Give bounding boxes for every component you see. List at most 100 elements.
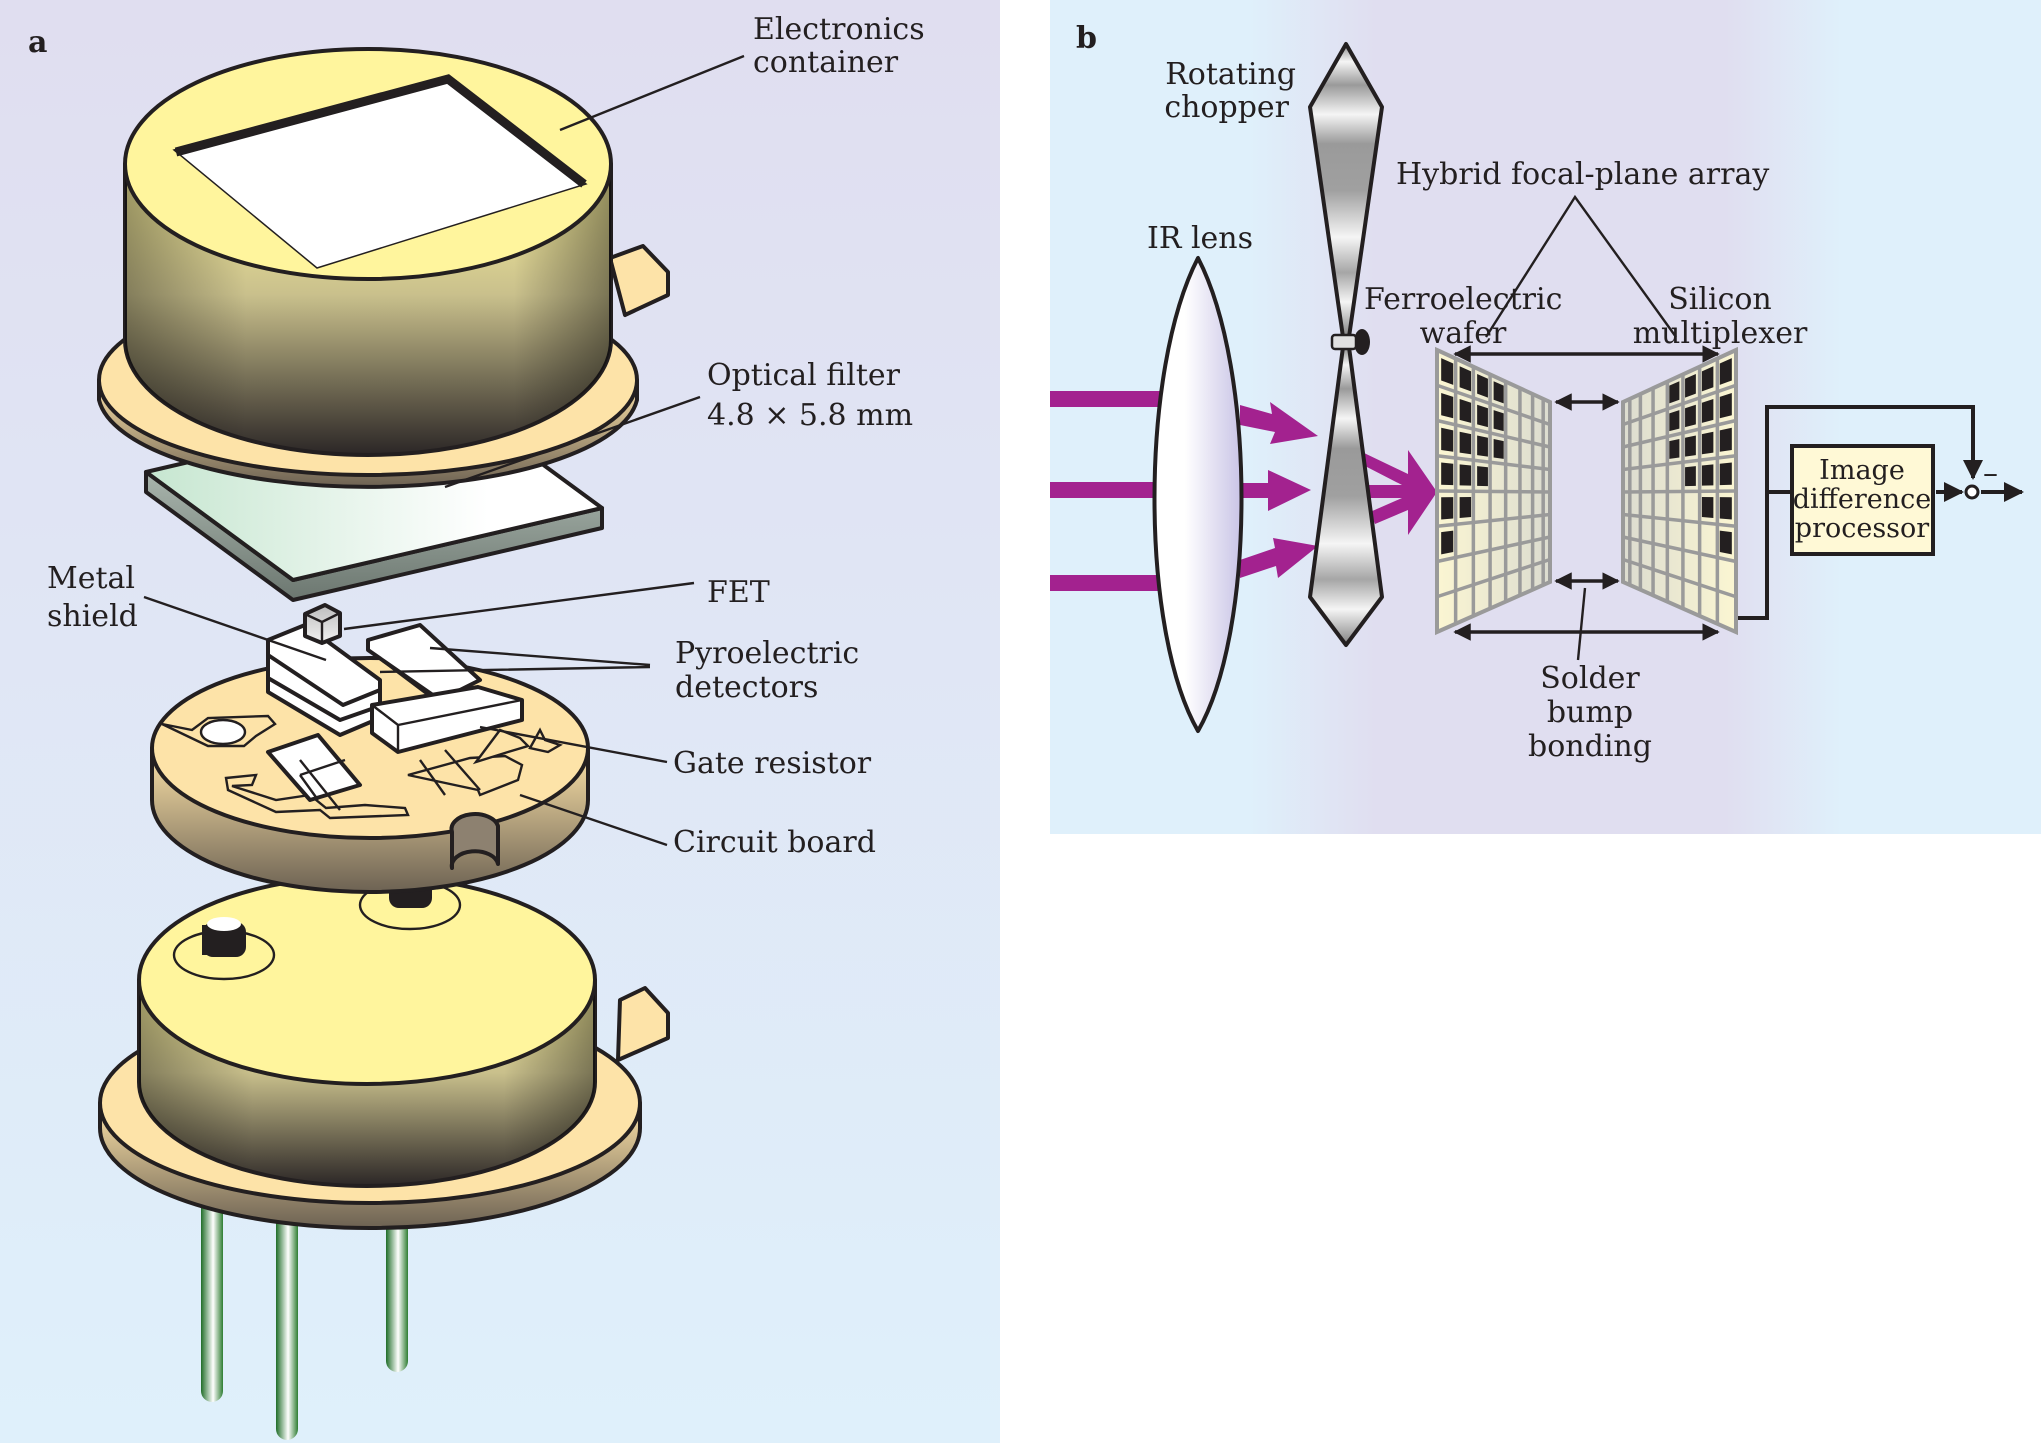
detector-element [1685,404,1696,428]
detector-element [1701,366,1714,392]
detector-element [1701,496,1714,519]
detector-element [1441,530,1454,555]
label-optical-filter-2: 4.8 × 5.8 mm [707,398,913,433]
processor-label-1: Image [1819,455,1905,486]
panel-b-background [1050,0,2041,834]
detector-element [1493,381,1504,404]
ir-lens [1152,256,1244,733]
array-grid-line [1436,383,1551,427]
label-circuit-board: Circuit board [673,825,876,860]
panel-a-leaders [143,54,745,847]
detector-element [1493,438,1504,459]
array-grid-line [1622,557,1737,599]
processor-label-2: difference [1793,484,1931,515]
detector-element [1719,358,1732,385]
detector-element [1669,410,1680,432]
chopper-hub-back [1354,329,1370,355]
array-grid-line [1436,557,1551,599]
panel-b-labels: Rotating chopper IR lens Hybrid focal-pl… [1147,57,1808,764]
array-plate [1435,346,1552,636]
ir-beams [1050,391,1437,591]
detector-element [1459,398,1472,423]
label-silicon-1: Silicon [1668,282,1772,317]
label-solder-2: bump [1547,695,1633,730]
label-ferroelectric-2: wafer [1420,316,1507,351]
array-grid-line [1622,418,1737,449]
label-fet: FET [707,575,770,610]
chopper-blade-upper [1308,42,1384,339]
detector-element [1493,410,1504,432]
label-optical-filter-1: Optical filter [707,358,901,393]
label-pyroelectric-1: Pyroelectric [675,636,859,671]
panel-a: a [0,0,1000,1443]
ir-beam-to-array [1362,450,1437,535]
label-hybrid-fpa: Hybrid focal-plane array [1396,157,1769,192]
array-grid-line [1622,489,1737,494]
ir-beam-incoming [1050,482,1160,498]
array-grid-line [1622,535,1737,564]
array-grid-line [1622,454,1737,472]
chopper-hub [1330,333,1358,351]
label-ir-lens: IR lens [1147,221,1253,256]
label-solder-3: bonding [1528,729,1652,764]
detector-element [1459,464,1472,486]
array-grid-line [1436,454,1551,472]
detector-element [1459,366,1472,392]
ir-beam-focused [1240,538,1318,578]
detector-element [1477,435,1488,457]
minus-sign: – [1983,456,1998,491]
processor-label-3: processor [1795,513,1930,544]
label-silicon-2: multiplexer [1633,316,1808,351]
detector-element [1441,427,1454,452]
array-grid-line [1436,535,1551,564]
detector-element [1477,466,1488,487]
label-rotating-chopper-1: Rotating [1165,57,1296,92]
detector-element [1719,530,1732,555]
array-grid-line [1436,418,1551,449]
electronics-container [97,47,670,489]
detector-element [1441,358,1454,385]
detector-element [1477,404,1488,428]
detector-element [1685,373,1696,398]
panel-a-letter: a [28,25,47,60]
ir-beam-focused [1242,470,1311,511]
detector-element [1701,464,1714,486]
detector-element [1459,496,1472,519]
label-solder-1: Solder [1540,661,1640,696]
array-grid-line [1436,512,1551,528]
signal-path [1738,405,2024,620]
ir-beam-incoming [1050,391,1160,407]
detector-element [1701,398,1714,423]
label-gate-resistor: Gate resistor [673,746,872,781]
silicon-multiplexer-array [1621,346,1738,636]
label-metal-shield-1: Metal [47,561,135,596]
base-header [98,870,670,1230]
detector-element [1669,381,1680,404]
detector-element [1477,373,1488,398]
detector-element [1701,431,1714,455]
summing-junction [1964,484,1980,500]
detector-element [1685,466,1696,487]
bonding-arrows [1453,345,1720,641]
board-components [266,603,524,754]
detector-element [1441,392,1454,419]
label-electronics-container-1: Electronics [753,12,925,47]
detector-element [1719,462,1732,486]
detector-element [1441,462,1454,486]
array-grid-line [1436,489,1551,494]
detector-element [1459,431,1472,455]
panel-a-labels: Electronics container Optical filter 4.8… [47,12,925,860]
label-metal-shield-2: shield [47,599,138,634]
label-pyroelectric-2: detectors [675,670,818,705]
ir-beam-focused [1240,402,1318,444]
label-rotating-chopper-2: chopper [1164,90,1289,125]
panel-b-letter: b [1076,21,1097,56]
chopper-blade-lower [1308,345,1384,647]
detector-element [1719,497,1732,520]
detector-element [1719,427,1732,452]
label-ferroelectric-1: Ferroelectric [1364,282,1562,317]
detector-element [1669,438,1680,459]
detector-element [1719,392,1732,419]
ferroelectric-wafer-array [1435,346,1552,636]
ir-beam-incoming [1050,575,1160,591]
